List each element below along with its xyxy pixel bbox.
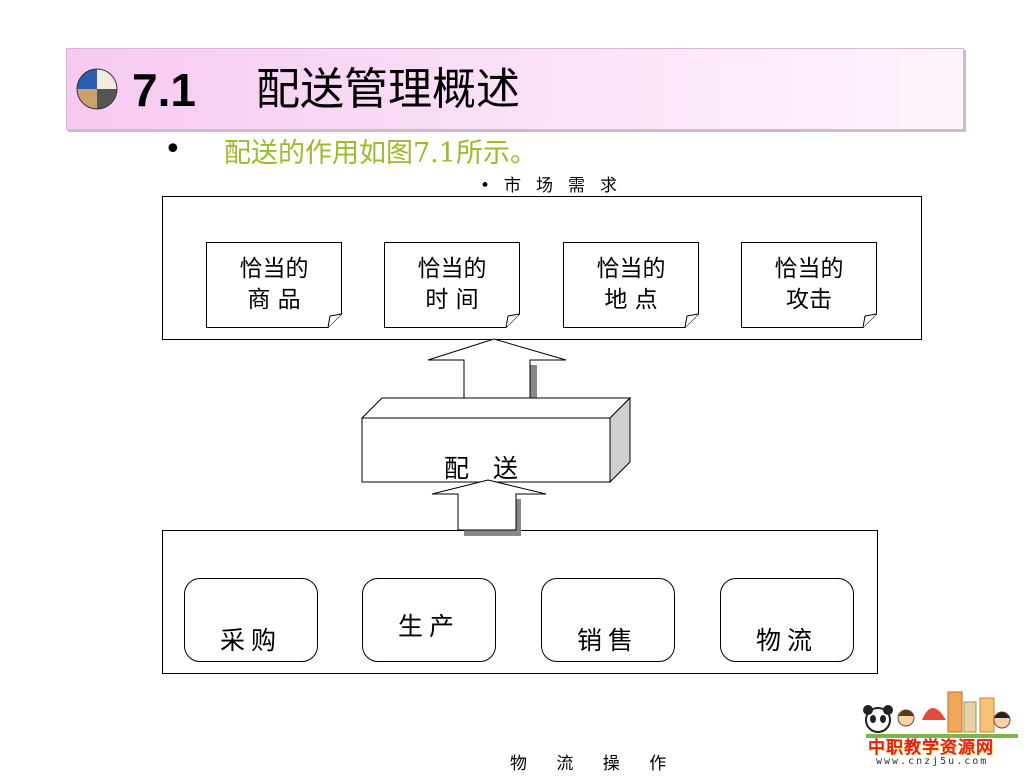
source-label: 物流 [755, 626, 818, 655]
logo-url: www.cnzj5u.com [876, 756, 989, 767]
source-box-purchasing: 采购 [184, 578, 318, 662]
market-demand-label: 市场需求 [504, 176, 633, 196]
note-line1: 恰当的 [417, 256, 487, 282]
source-box-production: 生产 [362, 578, 496, 662]
panda-logo-icon [863, 691, 1018, 738]
footer-text: 物 流 操 作 [510, 754, 679, 774]
bullet-text: 配送的作用如图7.1所示。 [224, 138, 537, 169]
bullet-dot-icon: • [164, 132, 182, 167]
delivery-box-top [360, 397, 632, 419]
logo-title: 中职教学资源网 [868, 738, 994, 758]
note-line2: 商 品 [247, 287, 301, 313]
upper-arrow [427, 338, 567, 411]
market-note-goods: 恰当的 商 品 [206, 242, 342, 328]
quartered-circle-icon [76, 68, 118, 110]
note-frame [563, 242, 699, 328]
title-number: 7.1 [132, 64, 196, 116]
caption-bullet-icon: • [480, 176, 491, 196]
market-note-time: 恰当的 时 间 [384, 242, 520, 328]
delivery-label: 配 送 [444, 454, 526, 483]
note-frame [741, 242, 877, 328]
source-box-sales: 销售 [541, 578, 675, 662]
note-frame [206, 242, 342, 328]
delivery-box-front [361, 417, 611, 483]
note-line2: 时 间 [425, 287, 479, 313]
page-title: 配送管理概述 [256, 64, 520, 115]
market-note-place: 恰当的 地 点 [563, 242, 699, 328]
source-box-logistics: 物流 [720, 578, 854, 662]
note-frame [384, 242, 520, 328]
note-line2: 地 点 [604, 287, 658, 313]
market-demand-caption: • 市场需求 [480, 174, 632, 198]
lower-arrow [431, 479, 547, 531]
source-label: 销售 [576, 626, 639, 655]
source-label: 采购 [219, 626, 282, 655]
note-line1: 恰当的 [596, 256, 666, 282]
note-line1: 恰当的 [239, 256, 309, 282]
note-line1: 恰当的 [774, 256, 844, 282]
note-line2: 攻击 [786, 287, 832, 313]
title-banner [66, 48, 964, 130]
source-label: 生产 [397, 612, 460, 641]
market-note-attack: 恰当的 攻击 [741, 242, 877, 328]
